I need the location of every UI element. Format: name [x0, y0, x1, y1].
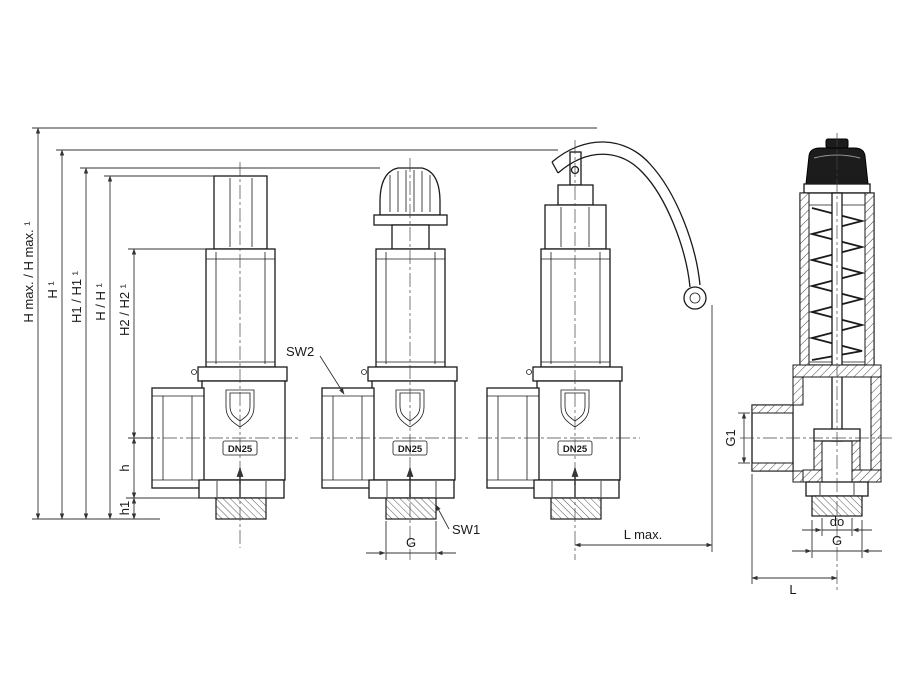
valve-front-view-knob: DN25: [321, 167, 458, 520]
lead-seal: [191, 369, 197, 375]
body-flange: [367, 366, 458, 382]
bottom-hex: [368, 479, 455, 499]
lever-arm-inner: [557, 153, 691, 288]
lever-arm-outer: [551, 141, 701, 286]
sw2-label: SW2: [286, 344, 314, 359]
centerlines: [140, 133, 892, 592]
dimensions-cross-section: G1 do G L: [723, 412, 882, 597]
dim-label-h-small: h: [117, 464, 132, 471]
dimension-g-valve2: G: [366, 521, 456, 560]
dim-label-l: L: [789, 582, 796, 597]
bonnet: [205, 248, 276, 368]
body-wall-right: [870, 376, 882, 483]
dim-label-h2-pair: H2 / H2 ¹: [117, 283, 132, 336]
dim-label-l-max: L max.: [624, 527, 663, 542]
bottom-hex: [533, 479, 620, 499]
cap-hex: [213, 175, 268, 250]
spring: [808, 207, 866, 361]
sw1-label: SW1: [452, 522, 480, 537]
bottom-hex: [198, 479, 285, 499]
valve-front-view-lever: DN25: [486, 141, 707, 520]
dim-label-h-max: H max. / H max. ¹: [21, 221, 36, 323]
dimension-l-max: L max.: [574, 305, 713, 552]
valve-cross-section-view: [751, 138, 882, 517]
body: [201, 380, 286, 481]
dimension-set-left: H max. / H max. ¹ H ¹ H1 / H1 ¹ H / H ¹ …: [21, 127, 597, 520]
seat-right: [851, 440, 861, 471]
body-bottom-right: [851, 469, 882, 483]
neck: [391, 224, 430, 250]
dim-label-h1-small: h1: [117, 501, 132, 515]
callouts: SW2 SW1: [286, 344, 480, 537]
knob-flange: [373, 214, 448, 226]
body-flange: [197, 366, 288, 382]
lever-bracket: [557, 184, 594, 206]
body: [536, 380, 621, 481]
dn-label: DN25: [398, 444, 423, 455]
lever-ring: [683, 286, 707, 310]
sw2-leader: [319, 355, 345, 395]
dn-label: DN25: [228, 444, 253, 455]
brand-shield-icon: [395, 389, 425, 428]
sw1-leader: [435, 504, 450, 530]
lead-seal: [361, 369, 367, 375]
dim-label-g: G: [406, 535, 416, 550]
dim-label-do: do: [830, 514, 844, 529]
valve-front-view-closed-cap: DN25: [151, 175, 288, 520]
cap-hex: [544, 204, 607, 250]
bonnet: [540, 248, 611, 368]
bonnet: [375, 248, 446, 368]
inlet-thread-spigot: [215, 497, 267, 520]
lead-seal: [526, 369, 532, 375]
body: [371, 380, 456, 481]
inlet-thread-spigot: [550, 497, 602, 520]
body-wall-left: [792, 376, 804, 406]
body-flange: [532, 366, 623, 382]
dim-label-h-pair: H / H ¹: [93, 283, 108, 321]
dim-label-h-sup: H ¹: [45, 281, 60, 299]
body-bottom-left: [802, 469, 823, 483]
dim-label-h1-pair: H1 / H1 ¹: [69, 270, 84, 323]
dn-label: DN25: [563, 444, 588, 455]
dim-label-g-section: G: [832, 533, 842, 548]
seat-left: [813, 440, 823, 471]
dim-label-g1: G1: [723, 429, 738, 446]
inlet-thread-spigot: [385, 497, 437, 520]
